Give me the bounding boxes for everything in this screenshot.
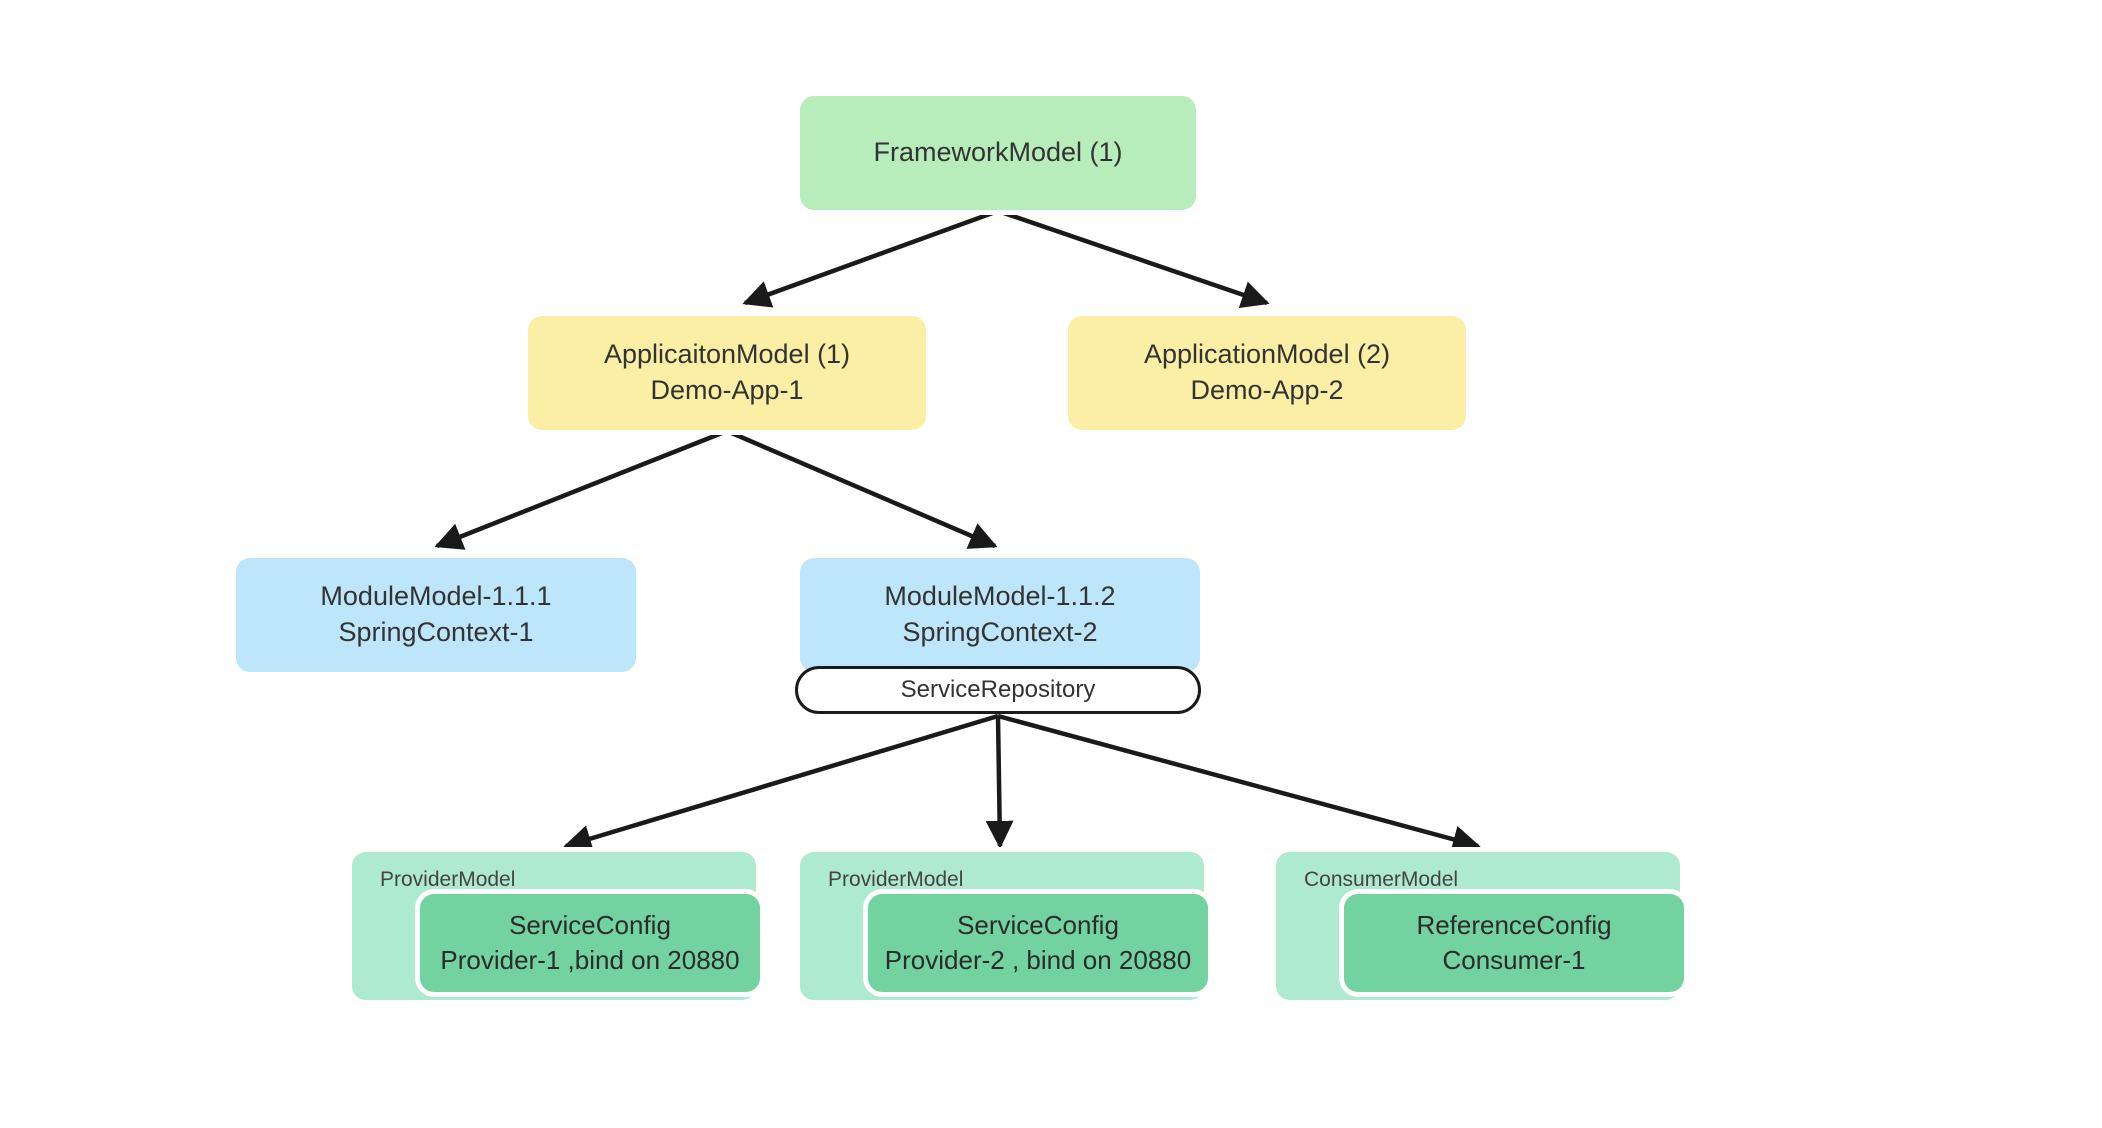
application-model-2-title: ApplicationModel (2) <box>1143 339 1391 370</box>
edge-repository-to-provider-2 <box>985 715 1014 849</box>
node-module-model-1-1-1[interactable]: ModuleModel-1.1.1 SpringContext-1 <box>236 558 636 672</box>
edge-application-1-to-module-2 <box>726 428 998 549</box>
application-model-1-subtitle: Demo-App-1 <box>650 375 804 405</box>
node-service-config-2[interactable]: ServiceConfig Provider-2 , bind on 20880 <box>868 894 1208 992</box>
reference-config-1-subtitle: Consumer-1 <box>1442 945 1586 975</box>
node-service-repository[interactable]: ServiceRepository <box>795 666 1201 714</box>
edge-repository-to-provider-1 <box>563 713 999 853</box>
edge-application-1-to-module-1 <box>434 428 728 550</box>
provider-model-1-label: ProviderModel <box>380 868 516 891</box>
service-config-1-subtitle: Provider-1 ,bind on 20880 <box>440 945 740 975</box>
node-application-model-1[interactable]: ApplicaitonModel (1) Demo-App-1 <box>528 316 926 430</box>
service-config-2-title: ServiceConfig <box>957 910 1119 941</box>
module-model-1-subtitle: SpringContext-1 <box>338 617 534 647</box>
node-framework-model[interactable]: FrameworkModel (1) <box>800 96 1196 210</box>
reference-config-1-title: ReferenceConfig <box>1416 910 1612 941</box>
node-module-model-1-1-2[interactable]: ModuleModel-1.1.2 SpringContext-2 <box>800 558 1200 672</box>
node-reference-config-1[interactable]: ReferenceConfig Consumer-1 <box>1344 894 1684 992</box>
edge-framework-to-application-2 <box>997 208 1270 309</box>
module-model-1-title: ModuleModel-1.1.1 <box>320 581 552 612</box>
edge-repository-to-consumer-1 <box>997 713 1481 853</box>
service-repository-label: ServiceRepository <box>900 676 1096 704</box>
edge-framework-to-application-1 <box>742 208 999 308</box>
node-service-config-1[interactable]: ServiceConfig Provider-1 ,bind on 20880 <box>420 894 760 992</box>
service-config-1-title: ServiceConfig <box>509 910 671 941</box>
application-model-2-subtitle: Demo-App-2 <box>1190 375 1344 405</box>
consumer-model-1-label: ConsumerModel <box>1304 868 1459 891</box>
application-model-1-title: ApplicaitonModel (1) <box>603 339 851 370</box>
module-model-2-title: ModuleModel-1.1.2 <box>884 581 1116 612</box>
provider-model-2-label: ProviderModel <box>828 868 964 891</box>
framework-model-label: FrameworkModel (1) <box>873 137 1123 168</box>
module-model-2-subtitle: SpringContext-2 <box>902 617 1098 647</box>
node-application-model-2[interactable]: ApplicationModel (2) Demo-App-2 <box>1068 316 1466 430</box>
service-config-2-subtitle: Provider-2 , bind on 20880 <box>884 945 1192 975</box>
